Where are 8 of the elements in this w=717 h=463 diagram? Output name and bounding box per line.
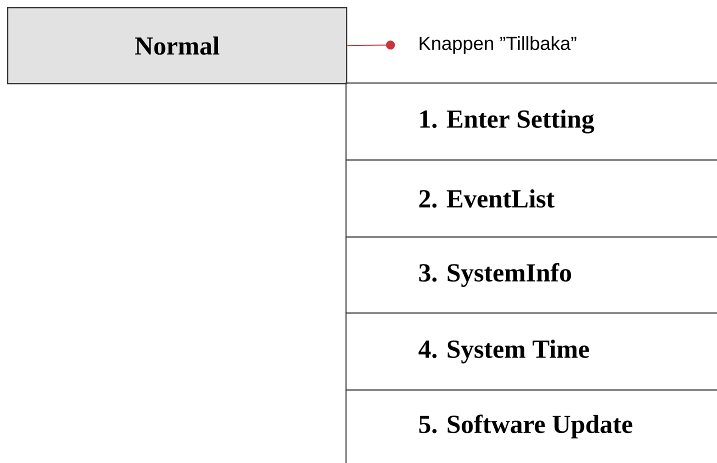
menu-item: 1. Enter Setting xyxy=(345,82,717,160)
menu-item: 4. System Time xyxy=(345,312,717,390)
menu-item: 2. EventList xyxy=(345,159,717,237)
menu-item: 3. SystemInfo xyxy=(345,236,717,313)
menu-header-box: Normal xyxy=(7,7,348,84)
menu-item: 5. Software Update xyxy=(345,389,717,463)
leader-line xyxy=(346,40,395,50)
callout-text: Knappen ”Tillbaka” xyxy=(420,36,576,54)
